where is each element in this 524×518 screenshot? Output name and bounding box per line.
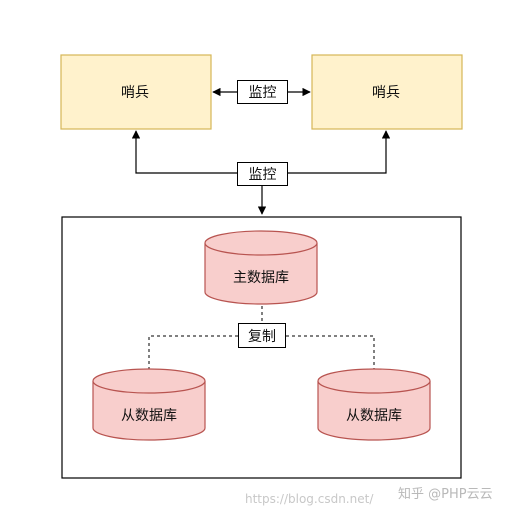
slave-db-right-cylinder bbox=[317, 368, 431, 441]
sentinel-left-label: 哨兵 bbox=[121, 85, 149, 101]
csdn-watermark: https://blog.csdn.net/ bbox=[245, 492, 374, 506]
master-db-label: 主数据库 bbox=[233, 270, 289, 286]
slave-db-right-label: 从数据库 bbox=[346, 408, 402, 424]
slave-db-left-cylinder bbox=[92, 368, 206, 441]
sentinel-node-left bbox=[60, 54, 212, 130]
zhihu-watermark: 知乎 @PHP云云 bbox=[398, 487, 493, 502]
database-cluster-container bbox=[61, 216, 462, 479]
sentinel-node-right bbox=[311, 54, 463, 130]
monitor-tag-sentinels: 监控 bbox=[237, 80, 288, 104]
slave-db-left-label: 从数据库 bbox=[121, 408, 177, 424]
monitor-tag-cluster: 监控 bbox=[237, 162, 288, 186]
replication-edge-right bbox=[262, 335, 375, 371]
master-db-cylinder bbox=[204, 230, 318, 305]
replication-tag: 复制 bbox=[238, 323, 286, 348]
monitor-edge-left-sentinel bbox=[131, 130, 262, 174]
monitor-edge-right-sentinel bbox=[262, 130, 391, 174]
replication-edge-left bbox=[148, 335, 262, 371]
sentinel-right-label: 哨兵 bbox=[372, 85, 400, 101]
